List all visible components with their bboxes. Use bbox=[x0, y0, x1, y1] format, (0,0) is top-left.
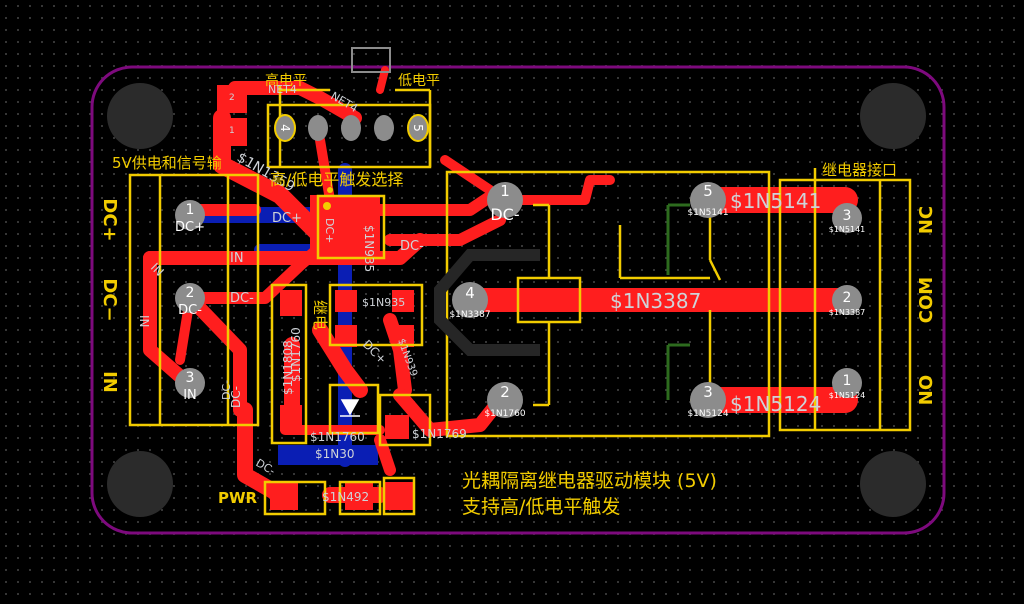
mounting-hole-bottom-right bbox=[860, 451, 926, 517]
net-label-n1n1760b: $1N1760 bbox=[289, 327, 303, 382]
relay-pin-3-net: $1N5124 bbox=[687, 409, 728, 419]
label-dc-plus-big: DC+ bbox=[99, 198, 120, 241]
net-label-n1n1769: $1N1769 bbox=[412, 427, 467, 441]
relay-pin-5-pad[interactable] bbox=[690, 182, 726, 218]
label-dc-minus-big: DC− bbox=[99, 278, 120, 321]
input-pin-2-net: DC- bbox=[178, 303, 202, 318]
label-power-input: 5V供电和信号输 bbox=[112, 154, 222, 172]
silkscreen-text: 高电平 低电平 NET4 NET4 5V供电和信号输 高/低电平触发选择 继电器… bbox=[99, 72, 937, 518]
net-label-in-left2: IN bbox=[137, 315, 151, 328]
net-label-n1n1808: $1N1808 bbox=[281, 340, 295, 395]
jumper-cap-outline bbox=[351, 47, 391, 73]
relay-coil-arc bbox=[434, 249, 540, 356]
output-pin-1-pad[interactable] bbox=[832, 368, 862, 398]
relay-pin-4-num: 4 bbox=[465, 284, 475, 302]
relay[interactable]: 1 DC- 5 $1N5141 4 $1N3387 2 $1N1760 3 $1… bbox=[449, 182, 729, 419]
mounting-hole-bottom-left bbox=[107, 451, 173, 517]
label-pwr: PWR bbox=[218, 489, 258, 507]
jumper-pad-center-2[interactable] bbox=[341, 115, 361, 141]
output-pin-2-pad[interactable] bbox=[832, 285, 862, 315]
output-connector[interactable]: 3 $1N5141 2 $1N3387 1 $1N5124 bbox=[829, 203, 866, 400]
jumper-pad-4-label: 4 bbox=[278, 124, 292, 132]
output-pin-1-net: $1N5124 bbox=[829, 391, 866, 400]
net-label-n1n1760: $1N1760 bbox=[310, 430, 365, 444]
net-label-vert-dc: DC+ bbox=[323, 218, 336, 243]
label-in-big: IN bbox=[99, 371, 120, 393]
output-pin-1-num: 1 bbox=[843, 373, 852, 389]
jumper-pad-center-1[interactable] bbox=[308, 115, 328, 141]
relay-pin-1-pad[interactable] bbox=[487, 182, 523, 218]
net-label-dc-plus-track: DC+ bbox=[272, 211, 302, 226]
net-label-n1n5141-big: $1N5141 bbox=[730, 189, 821, 213]
label-com: COM bbox=[916, 277, 937, 323]
label-title-line1: 光耦隔离继电器驱动模块 (5V) bbox=[462, 470, 717, 492]
net-labels: $1N1359 DC+ IN DC- DC- $1N935 $1N935 $1N… bbox=[137, 93, 821, 504]
net-label-n1n30: $1N30 bbox=[315, 447, 355, 461]
input-pin-2-pad[interactable] bbox=[175, 283, 205, 313]
board-outline bbox=[90, 65, 946, 535]
label-net4-top: NET4 bbox=[268, 83, 297, 96]
input-pin-3-num: 3 bbox=[186, 370, 195, 386]
output-pin-3-pad[interactable] bbox=[832, 203, 862, 233]
jumper-pad-4[interactable] bbox=[274, 114, 296, 142]
net-label-dc-minus-vert: DC- bbox=[229, 386, 243, 408]
relay-green-lines bbox=[666, 203, 690, 400]
label-trigger-select: 高/低电平触发选择 bbox=[270, 170, 403, 189]
relay-pin-2-pad[interactable] bbox=[487, 382, 523, 418]
relay-pin-1-net: DC- bbox=[490, 205, 519, 224]
output-pin-2-num: 2 bbox=[843, 290, 852, 306]
jumper-header[interactable]: 4 5 bbox=[274, 47, 429, 142]
label-no: NO bbox=[916, 375, 937, 405]
mounting-hole-top-right bbox=[860, 83, 926, 149]
label-relay-hint: 继电 bbox=[311, 300, 329, 330]
relay-pin-4-net: $1N3387 bbox=[449, 310, 490, 320]
led-symbol bbox=[340, 399, 360, 417]
relay-pin-3-pad[interactable] bbox=[690, 382, 726, 418]
input-pin-1-pad[interactable] bbox=[175, 200, 205, 230]
net-label-dc-plus-relay: DC+ bbox=[360, 337, 389, 366]
jumper-pad-5-label: 5 bbox=[411, 124, 425, 132]
net-label-dc-minus-track: DC- bbox=[230, 291, 254, 306]
mounting-hole-top-left bbox=[107, 83, 173, 149]
relay-pin-5-net: $1N5141 bbox=[687, 208, 728, 218]
output-pin-2-net: $1N3387 bbox=[829, 308, 866, 317]
relay-pin-3-num: 3 bbox=[703, 383, 713, 401]
relay-pin-1-num: 1 bbox=[500, 182, 510, 200]
input-pin-2-num: 2 bbox=[186, 285, 195, 301]
relay-pin-2-num: 2 bbox=[500, 383, 510, 401]
relay-pin-2-net: $1N1760 bbox=[484, 409, 525, 419]
jumper-pad-5[interactable] bbox=[407, 114, 429, 142]
copper-pads-smd bbox=[217, 85, 414, 510]
input-pin-1-num: 1 bbox=[186, 202, 195, 218]
input-connector[interactable]: 1 DC+ 2 DC- 3 IN bbox=[175, 200, 205, 403]
input-pin-1-net: DC+ bbox=[175, 220, 205, 235]
net-label-n1n935b: $1N935 bbox=[362, 296, 405, 309]
input-pin-3-pad[interactable] bbox=[175, 368, 205, 398]
net-label-n1n492: $1N492 bbox=[322, 490, 369, 504]
label-nc: NC bbox=[916, 206, 937, 234]
input-pin-3-net: IN bbox=[183, 388, 197, 403]
top-copper-layer bbox=[143, 66, 858, 503]
relay-pin-4-pad[interactable] bbox=[452, 282, 488, 318]
label-high-level: 高电平 bbox=[265, 72, 307, 89]
jumper-pad-center-3[interactable] bbox=[374, 115, 394, 141]
net-label-n1n935: $1N935 bbox=[362, 225, 376, 272]
label-low-level: 低电平 bbox=[398, 73, 440, 89]
relay-pin-5-num: 5 bbox=[703, 182, 713, 200]
pin1-marker-jumper bbox=[327, 187, 333, 193]
net-label-n1n5124-big: $1N5124 bbox=[730, 392, 821, 416]
net-label-dc-minus-track2: DC- bbox=[400, 239, 424, 254]
net-label-pad-small-1: 1 bbox=[229, 126, 235, 136]
pin1-marker-opto bbox=[323, 202, 331, 210]
label-title-line2: 支持高/低电平触发 bbox=[462, 496, 620, 518]
output-pin-3-net: $1N5141 bbox=[829, 225, 866, 234]
net-label-dc-small: DC- bbox=[220, 380, 233, 400]
net-label-pad-small-2: 2 bbox=[229, 93, 235, 103]
net-label-n1n3387-big: $1N3387 bbox=[610, 289, 701, 313]
label-relay-interface: 继电器接口 bbox=[822, 161, 897, 179]
output-pin-3-num: 3 bbox=[843, 208, 852, 224]
net-label-in-track: IN bbox=[230, 251, 244, 266]
